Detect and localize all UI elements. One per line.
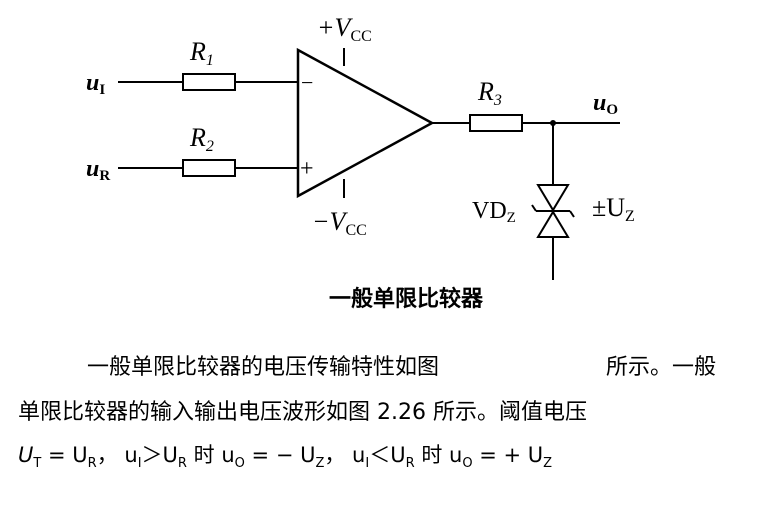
line3-formula: UT = UR， uI＞UR 时 uO = − UZ， uI＜UR 时 uO =… <box>18 443 553 472</box>
resistor-r2 <box>182 159 236 177</box>
output-junction-dot <box>550 120 556 126</box>
zener-diode-top <box>536 184 570 212</box>
zener-bar-tick-right <box>569 210 575 218</box>
inverting-input-sign: − <box>301 70 313 95</box>
r3-label: R3 <box>477 77 502 109</box>
noninverting-input-sign: + <box>300 156 314 182</box>
resistor-r3 <box>469 114 523 132</box>
zener-bar-tick-left <box>531 204 537 212</box>
line1-text-a: 一般单限比较器的电压传输特性如图 <box>87 355 440 380</box>
output-label: uO <box>593 90 618 118</box>
line1-text-b: 所示。一般 <box>606 355 717 380</box>
zener-voltage-label: ±UZ <box>592 193 635 225</box>
line2-text: 单限比较器的输入输出电压波形如图 2.26 所示。阈值电压 <box>18 400 587 425</box>
input-label: uI <box>86 70 105 98</box>
zener-diode-bottom <box>536 210 570 238</box>
vcc-neg-label: −VCC <box>312 207 367 239</box>
r2-label: R2 <box>189 123 214 155</box>
resistor-r1 <box>182 73 236 91</box>
vcc-pos-label: +VCC <box>317 13 372 45</box>
r1-label: R1 <box>189 37 214 69</box>
opamp-triangle <box>296 47 435 199</box>
figure-caption: 一般单限比较器 <box>329 286 484 312</box>
reference-label: uR <box>86 156 110 184</box>
zener-diode-label: VDZ <box>472 198 516 226</box>
